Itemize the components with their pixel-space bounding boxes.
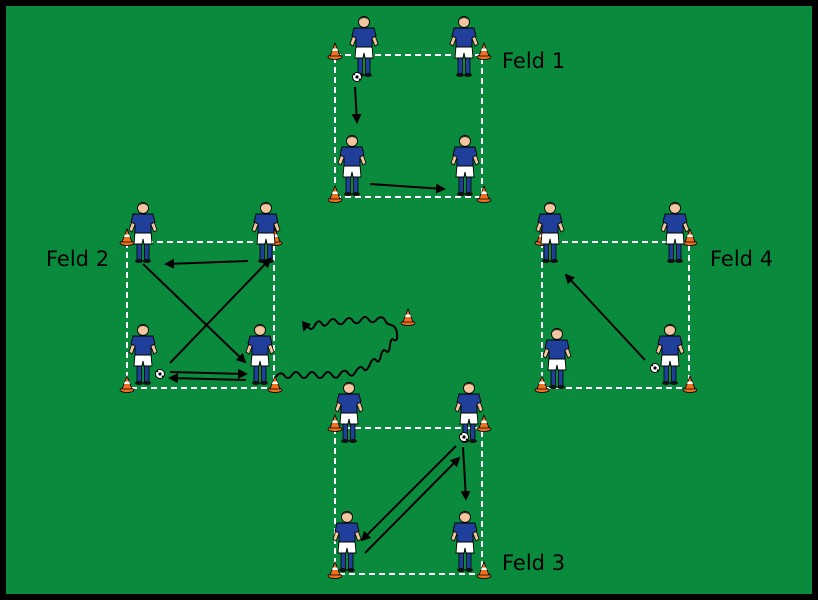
pass-arrow <box>168 373 247 384</box>
ball-icon <box>459 432 469 442</box>
dribble-path <box>275 316 399 379</box>
field-1-label: Feld 1 <box>502 49 565 73</box>
field-2: Feld 2 <box>46 202 283 393</box>
field-1: Feld 1 <box>327 16 565 203</box>
pass-arrow <box>364 456 461 554</box>
ball-icon <box>650 363 660 373</box>
field-3: Feld 3 <box>327 382 565 579</box>
field-2-boundary <box>126 241 275 389</box>
pass-arrow <box>169 257 272 364</box>
pass-arrow <box>460 446 471 501</box>
ball-icon <box>352 72 362 82</box>
pitch-surface <box>6 6 812 594</box>
pass-arrow <box>142 263 247 364</box>
pass-arrow <box>360 445 457 542</box>
field-1-boundary <box>334 54 483 198</box>
field-2-label: Feld 2 <box>46 247 109 271</box>
field-4: Feld 4 <box>534 202 773 393</box>
field-4-label: Feld 4 <box>710 247 773 271</box>
field-3-boundary <box>334 427 483 575</box>
pass-arrow <box>351 86 362 124</box>
pass-arrow <box>164 258 249 269</box>
pass-arrow <box>169 368 248 379</box>
pass-arrow <box>564 273 646 361</box>
field-4-boundary <box>541 241 690 389</box>
pass-arrow <box>369 183 446 194</box>
field-3-label: Feld 3 <box>502 551 565 575</box>
ball-icon <box>155 369 165 379</box>
